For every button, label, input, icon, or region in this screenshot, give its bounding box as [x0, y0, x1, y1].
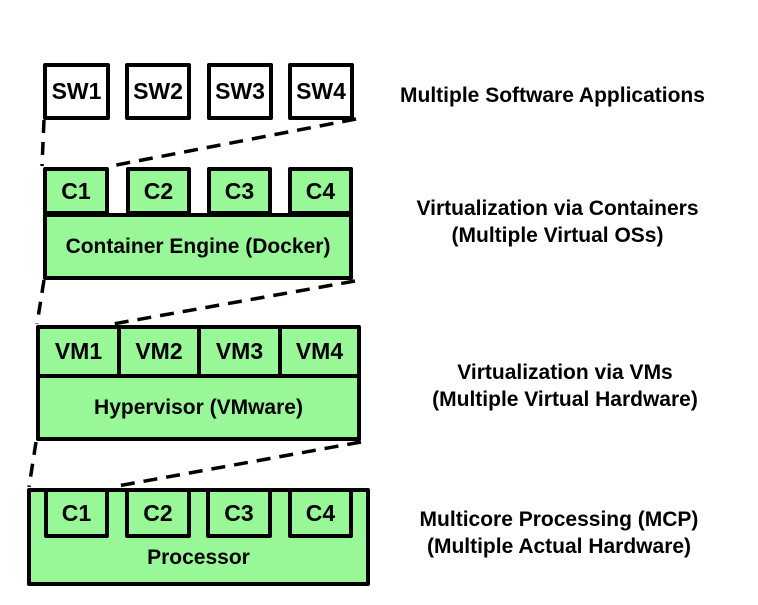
- container-c1-box: C1: [43, 167, 109, 215]
- vm3-box: VM3: [197, 325, 282, 378]
- caption-line-2: (Multiple Virtual Hardware): [432, 388, 698, 411]
- sw4-box: SW4: [288, 63, 354, 120]
- containers-layer-caption: Virtualization via Containers (Multiple …: [385, 195, 730, 249]
- connector-diagonal-vms-to-processor: [111, 440, 362, 489]
- caption-line-1: Multiple Software Applications: [400, 84, 705, 107]
- connector-diagonal-sw-to-containers: [110, 117, 357, 168]
- sw1-box: SW1: [43, 63, 110, 120]
- vms-layer-caption: Virtualization via VMs (Multiple Virtual…: [380, 359, 750, 413]
- connector-left-containers-to-vms: [35, 279, 46, 325]
- core-c4-box: C4: [288, 488, 353, 538]
- caption-line-2: (Multiple Virtual OSs): [451, 224, 664, 247]
- caption-line-1: Virtualization via VMs: [457, 361, 673, 384]
- connector-left-vms-to-processor: [27, 441, 38, 488]
- connector-diagonal-containers-to-vms: [112, 279, 356, 326]
- container-c2-box: C2: [126, 167, 191, 215]
- core-c3-box: C3: [206, 488, 272, 538]
- vm4-box: VM4: [278, 325, 361, 378]
- caption-line-2: (Multiple Actual Hardware): [426, 535, 692, 558]
- core-c2-box: C2: [125, 488, 191, 538]
- container-c4-box: C4: [288, 167, 353, 215]
- hypervisor-bar: Hypervisor (VMware): [36, 374, 361, 441]
- caption-line-1: Multicore Processing (MCP): [419, 508, 699, 531]
- container-engine-bar: Container Engine (Docker): [43, 213, 353, 280]
- sw3-box: SW3: [207, 63, 273, 120]
- core-c1-box: C1: [44, 488, 109, 538]
- vm2-box: VM2: [117, 325, 201, 378]
- connector-left-sw-to-containers: [40, 119, 46, 167]
- caption-line-1: Virtualization via Containers: [416, 197, 699, 220]
- sw2-box: SW2: [125, 63, 191, 120]
- multicore-layer-caption: Multicore Processing (MCP) (Multiple Act…: [394, 506, 724, 560]
- software-layer-caption: Multiple Software Applications: [375, 82, 730, 109]
- vm1-box: VM1: [36, 325, 121, 378]
- container-c3-box: C3: [207, 167, 272, 215]
